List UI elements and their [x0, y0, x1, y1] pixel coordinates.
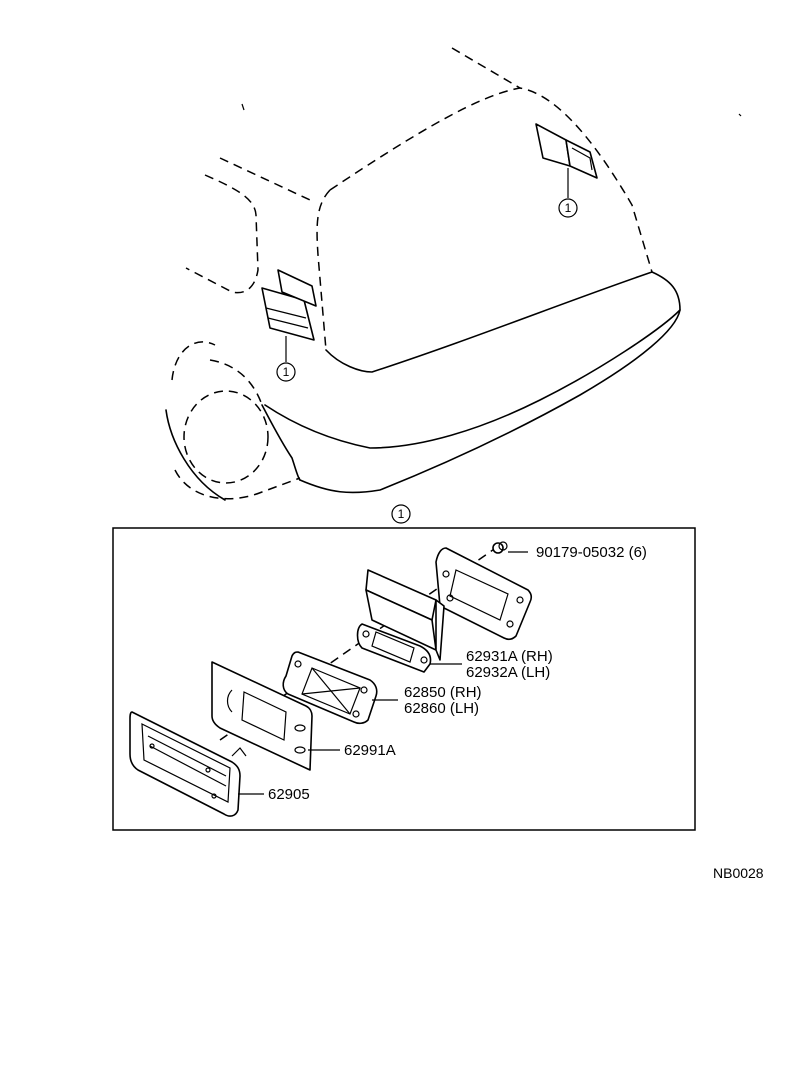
svg-text:1: 1: [565, 201, 572, 215]
callout-upper-right: 1: [558, 198, 578, 218]
label-plate: 62991A: [344, 742, 396, 759]
label-bolt: 90179-05032 (6): [536, 544, 647, 561]
svg-text:1: 1: [398, 507, 405, 521]
callout-side-left: 1: [276, 362, 296, 382]
diagram-reference: NB0028: [713, 865, 764, 881]
bolt-icon: [492, 542, 504, 554]
vehicle-rear-illustration: [165, 47, 742, 501]
exploded-parts: [129, 541, 533, 817]
label-gasket-lh: 62932A (LH): [466, 664, 550, 681]
label-gasket-rh: 62931A (RH): [466, 648, 553, 665]
label-housing-lh: 62860 (LH): [404, 700, 479, 717]
exploded-view-frame: [112, 527, 696, 831]
svg-text:1: 1: [283, 365, 290, 379]
label-housing-rh: 62850 (RH): [404, 684, 482, 701]
callout-box-title: 1: [391, 504, 411, 524]
label-lens: 62905: [268, 786, 310, 803]
